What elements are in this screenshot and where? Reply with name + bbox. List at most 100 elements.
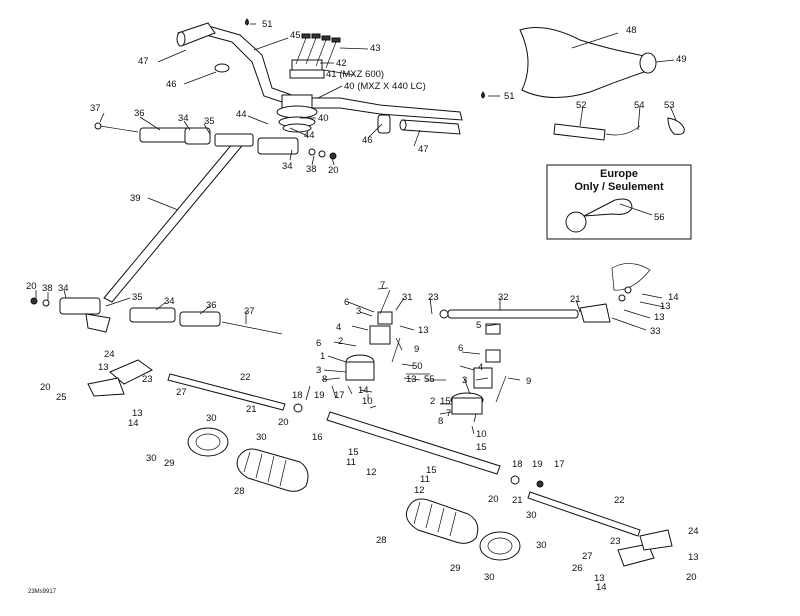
- callout-label: 37: [90, 103, 101, 114]
- callout-label: 51: [504, 91, 515, 102]
- callout-label: 13: [660, 301, 671, 312]
- callout-label: 51: [262, 19, 273, 30]
- callout-label: 2: [338, 336, 343, 347]
- callout-label: 35: [132, 292, 143, 303]
- callout-label: 4: [478, 362, 483, 373]
- callout-label: 53: [664, 100, 675, 111]
- callout-label: 30: [484, 572, 495, 583]
- callout-label: 13: [654, 312, 665, 323]
- callout-label: 6: [344, 297, 349, 308]
- callout-label: 19: [532, 459, 543, 470]
- callout-label: 54: [634, 100, 645, 111]
- handlebar-assembly: [176, 18, 485, 135]
- callout-label: 38: [42, 283, 53, 294]
- tie-rod-system: [87, 263, 673, 567]
- callout-label: 30: [526, 510, 537, 521]
- callout-label: 28: [376, 535, 387, 546]
- callout-label: 55: [424, 374, 435, 385]
- callout-label: 11: [346, 457, 356, 468]
- callout-label: 41 (MXZ 600): [326, 69, 384, 80]
- callout-label: 20: [686, 572, 697, 583]
- callout-label: 47: [418, 144, 429, 155]
- callout-label: 40: [318, 113, 329, 124]
- callout-label: 13: [688, 552, 699, 563]
- callout-label: 34: [58, 283, 69, 294]
- callout-label: 44: [304, 130, 315, 141]
- callout-label: 17: [554, 459, 565, 470]
- callout-label: 27: [582, 551, 593, 562]
- callout-label: 5: [476, 320, 481, 331]
- callout-label: 15: [348, 447, 359, 458]
- callout-label: 23: [428, 292, 439, 303]
- callout-label: 20: [40, 382, 51, 393]
- europe-only-box: Europe Only / Seulement: [546, 164, 692, 240]
- callout-label: 21: [512, 495, 523, 506]
- callout-label: 22: [240, 372, 251, 383]
- callout-label: 24: [688, 526, 699, 537]
- callout-label: 42: [336, 58, 347, 69]
- callout-label: 29: [164, 458, 175, 469]
- callout-label: 13: [98, 362, 109, 373]
- callout-label: 33: [650, 326, 661, 337]
- callout-label: 15: [426, 465, 437, 476]
- callout-label: 14: [668, 292, 679, 303]
- callout-label: 43: [370, 43, 381, 54]
- callout-label: 34: [282, 161, 293, 172]
- callout-label: 13: [132, 408, 143, 419]
- callout-label: 38: [306, 164, 317, 175]
- callout-label: 36: [206, 300, 217, 311]
- callout-label: 56: [654, 212, 665, 223]
- callout-label: 12: [366, 467, 377, 478]
- callout-label: 30: [146, 453, 157, 464]
- callout-label: 6: [316, 338, 321, 349]
- callout-label: 10: [362, 396, 373, 407]
- callout-label: 18: [512, 459, 523, 470]
- callout-label: 36: [134, 108, 145, 119]
- handguard-parts: [519, 27, 685, 141]
- callout-label: 35: [204, 116, 215, 127]
- callout-label: 20: [26, 281, 37, 292]
- callout-label: 15: [440, 396, 451, 407]
- callout-label: 6: [458, 343, 463, 354]
- callout-label: 3: [462, 375, 467, 386]
- callout-label: 2: [430, 396, 435, 407]
- callout-label: 9: [526, 376, 531, 387]
- callout-label: 14: [128, 418, 139, 429]
- callout-label: 46: [362, 135, 373, 146]
- callout-label: 52: [576, 100, 587, 111]
- callout-label: 15: [476, 442, 487, 453]
- callout-label: 31: [402, 292, 413, 303]
- callout-label: 18: [292, 390, 303, 401]
- callout-label: 45: [290, 30, 301, 41]
- callout-label: 22: [614, 495, 625, 506]
- rubber-boots: [187, 427, 521, 561]
- europe-box-line2: Only / Seulement: [574, 181, 664, 193]
- callout-label: 25: [56, 392, 67, 403]
- callout-label: 4: [336, 322, 341, 333]
- callout-label: 9: [414, 344, 419, 355]
- callout-label: 19: [314, 390, 325, 401]
- callout-label: 21: [570, 294, 581, 305]
- callout-label: 3: [356, 306, 361, 317]
- callout-label: 49: [676, 54, 687, 65]
- callout-label: 3: [316, 365, 321, 376]
- callout-label: 30: [206, 413, 217, 424]
- callout-label: 11: [420, 474, 430, 485]
- callout-label: 48: [626, 25, 637, 36]
- callout-label: 16: [312, 432, 323, 443]
- callout-label: 8: [438, 416, 443, 427]
- callout-label: 34: [178, 113, 189, 124]
- callout-label: 14: [358, 385, 369, 396]
- callout-label: 23: [610, 536, 621, 547]
- callout-label: 20: [488, 494, 499, 505]
- callout-label: 37: [244, 306, 255, 317]
- callout-label: 34: [164, 296, 175, 307]
- callout-label: 46: [166, 79, 177, 90]
- callout-label: 39: [130, 193, 141, 204]
- callout-label: 44: [236, 109, 247, 120]
- callout-label: 50: [412, 361, 423, 372]
- callout-label: 47: [138, 56, 149, 67]
- callout-label: 10: [476, 429, 487, 440]
